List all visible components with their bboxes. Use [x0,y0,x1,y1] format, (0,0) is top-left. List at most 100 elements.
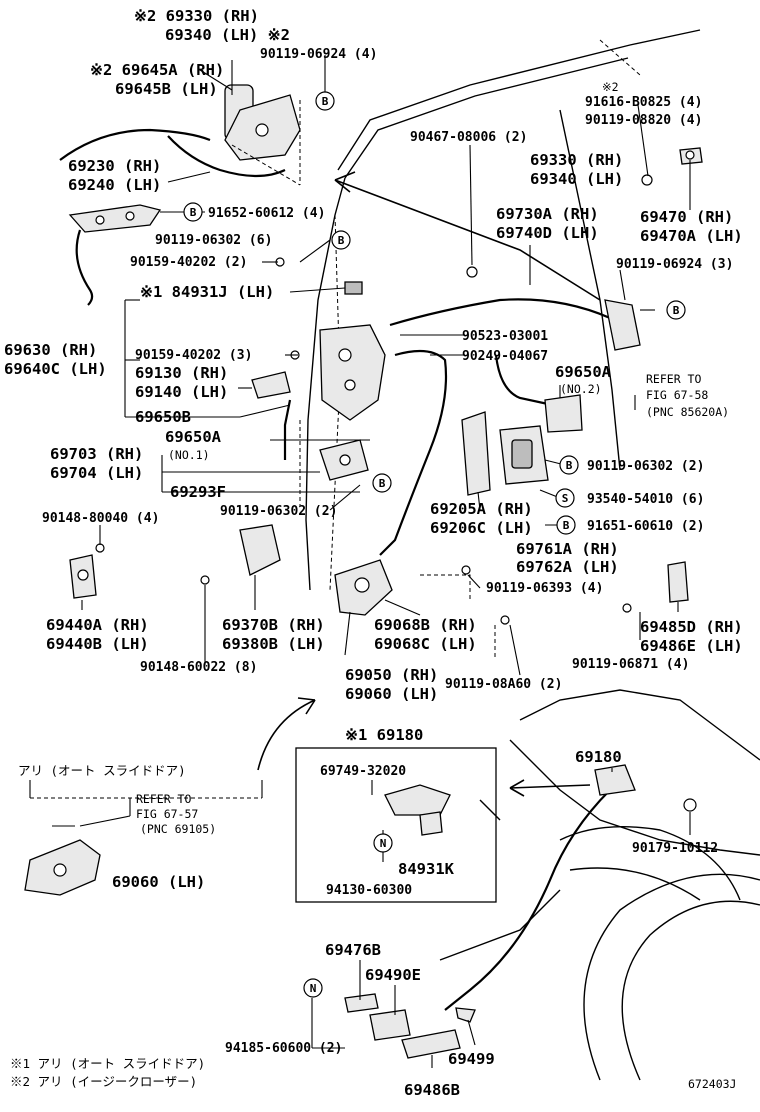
label-p48: 90119-06302 (2) [587,459,704,474]
leader-lines [81,55,691,1068]
label-p66: 84931K [398,860,455,878]
label-p29: 90148-60022 (8) [140,660,257,675]
opener-bracket [344,993,379,1013]
label-p02: 69340 (LH) ※2 [165,26,290,44]
label-p12: 69630 (RH) [4,341,97,359]
label-p77: 94185-60600 (2) [225,1041,342,1056]
label-p13: 69640C (LH) [4,360,107,378]
arrows [257,171,601,797]
svg-text:B: B [338,234,345,247]
label-p78: 69499 [448,1050,495,1068]
svg-text:N: N [380,837,387,850]
label-p38: 69470 (RH) [640,208,733,226]
label-p20: 69703 (RH) [50,445,143,463]
label-p22: 69293F [170,483,226,501]
cable-clamp [455,1007,476,1023]
label-p24: 90148-80040 (4) [42,511,159,526]
label-p34: 69330 (RH) [530,151,623,169]
label-p40: 90119-06924 (3) [616,257,733,272]
inside-handle [251,371,291,399]
label-p53: 69761A (RH) [516,540,619,558]
label-p08: 91652-60612 (4) [208,206,325,221]
label-p21: 69704 (LH) [50,464,143,482]
label-p82: 672403J [688,1077,736,1091]
label-p30: ※2 [602,80,619,94]
label-p55: 90119-06393 (4) [486,581,603,596]
label-p05: 69645B (LH) [115,80,218,98]
label-p62: 69060 (LH) [345,685,438,703]
label-p06: 69230 (RH) [68,157,161,175]
label-p11: ※1 84931J (LH) [140,283,274,301]
label-p36: 69730A (RH) [496,205,599,223]
dashed-references [29,100,496,827]
label-p17: 69650B [135,408,191,426]
label-p41: 90523-03001 [462,329,548,344]
label-p26: 69440B (LH) [46,635,149,653]
label-p79: 69486B [404,1081,460,1099]
label-p45: REFER TO [646,372,701,386]
part-labels: ※2 69330 (RH) 69340 (LH) ※2 90119-06924 … [4,7,743,1099]
label-p15: 69130 (RH) [135,364,228,382]
svg-text:B: B [379,477,386,490]
label-p68: 69180 [575,748,622,766]
svg-text:N: N [310,982,317,995]
label-p07: 69240 (LH) [68,176,161,194]
label-p28: 69380B (LH) [222,635,325,653]
label-p70: アリ (オート スライドドア) [18,763,186,778]
label-p56: 69068B (RH) [374,616,477,634]
label-p64: ※1 69180 [345,726,423,744]
label-p61: 69050 (RH) [345,666,438,684]
label-p58: 69485D (RH) [640,618,743,636]
label-p19: (NO.1) [168,448,210,462]
label-p65: 69749-32020 [320,764,406,779]
rear-lock-bracket [544,394,583,433]
svg-text:B: B [566,459,573,472]
door-check [239,524,281,576]
label-p73: (PNC 69105) [140,822,216,836]
parts [24,84,703,1059]
label-p39: 69470A (LH) [640,227,743,245]
label-p46: FIG 67-58 [646,388,708,402]
label-p37: 69740D (LH) [496,224,599,242]
label-p32: 90119-08820 (4) [585,113,702,128]
label-p33: 90467-08006 (2) [410,130,527,145]
label-p52: 69206C (LH) [430,519,533,537]
vehicle-body-outline [305,29,760,1081]
label-p54: 69762A (LH) [516,558,619,576]
label-p49: 93540-54010 (6) [587,492,704,507]
svg-text:B: B [563,519,570,532]
circle-markers: B B B B B B S B N N [183,91,686,998]
fuel-lid-harness [419,811,443,836]
label-p74: 69060 (LH) [112,873,205,891]
svg-text:S: S [562,492,569,505]
label-p18: 69650A [165,428,222,446]
label-p10: 90159-40202 (2) [130,255,247,270]
inset-box [295,747,497,903]
front-lock [319,324,386,421]
label-p63: 90119-08A60 (2) [445,677,562,692]
label-p16: 69140 (LH) [135,383,228,401]
label-p76: 69490E [365,966,421,984]
label-p43: 69650A [555,363,612,381]
label-p51: 69205A (RH) [430,500,533,518]
label-p25: 69440A (RH) [46,616,149,634]
label-p60: 90119-06871 (4) [572,657,689,672]
label-p67: 94130-60300 [326,883,412,898]
label-p42: 90249-04067 [462,349,548,364]
lever-cover [401,1029,461,1059]
label-p14: 90159-40202 (3) [135,348,252,363]
label-p03: 90119-06924 (4) [260,47,377,62]
rear-striker [667,561,689,603]
opener-lever [369,1009,411,1041]
label-p72: FIG 67-57 [136,807,198,821]
fuel-lid-opener [384,784,451,816]
svg-text:B: B [673,304,680,317]
label-p69: 90179-10112 [632,841,718,856]
svg-text:B: B [190,206,197,219]
label-p81: ※2 アリ (イージークローザー) [10,1074,197,1089]
label-p27: 69370B (RH) [222,616,325,634]
label-p44: (NO.2) [560,382,602,396]
roller-arm [461,411,491,496]
upper-lock [68,204,162,233]
